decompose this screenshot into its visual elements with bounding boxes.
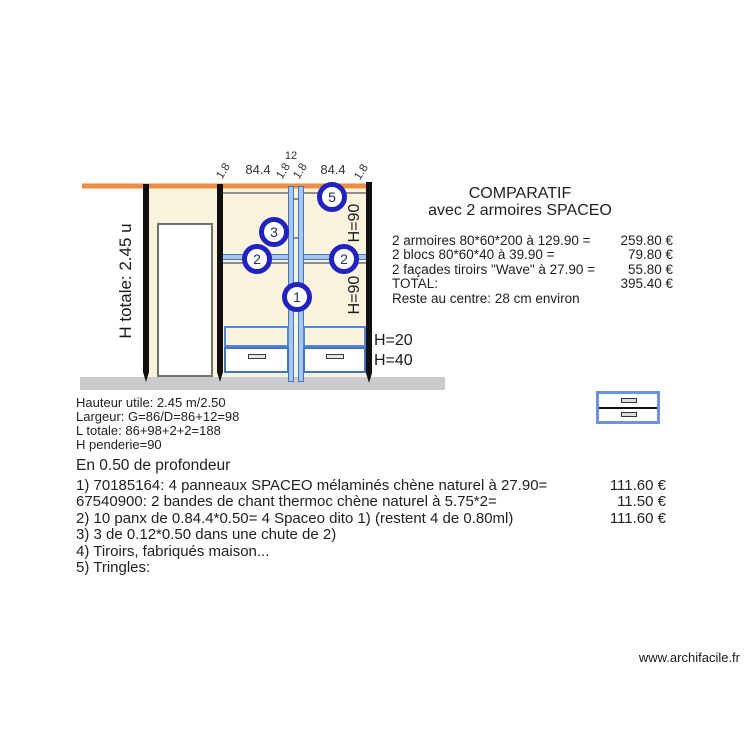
door[interactable]: [157, 223, 213, 377]
archifacile-watermark: www.archifacile.fr: [638, 650, 740, 665]
depth-item: 5) Tringles:: [76, 559, 666, 577]
depth-amount: 111.60 €: [609, 477, 666, 494]
drawer-left[interactable]: [224, 347, 289, 373]
wall-right[interactable]: [366, 182, 372, 383]
marker-2-right[interactable]: 2: [329, 244, 359, 274]
wall-left[interactable]: [143, 184, 149, 382]
depth-list[interactable]: 1) 70185164: 4 panneaux SPACEO mélaminés…: [76, 477, 666, 577]
pricing-amount: 55.80 €: [627, 261, 673, 277]
pricing-line: 2 blocs 80*60*40 à 39.90 = 79.80 €: [392, 247, 673, 263]
label-h40[interactable]: H=40: [374, 352, 413, 369]
pricing-amount: 79.80 €: [627, 247, 673, 263]
pricing-line: 2 façades tiroirs "Wave" à 27.90 = 55.80…: [392, 261, 673, 277]
pricing-line-total: TOTAL: 395.40 €: [392, 276, 673, 292]
spec-line: H penderie=90: [76, 437, 162, 452]
pricing-amount: 259.80 €: [620, 233, 673, 248]
plinth-box-left[interactable]: [224, 326, 289, 347]
pricing-label: 2 façades tiroirs "Wave" à 27.90 =: [392, 261, 596, 277]
specs-block[interactable]: Hauteur utile: 2.45 m/2.50 Largeur: G=86…: [76, 396, 239, 452]
label-h90-top[interactable]: H=90: [346, 203, 363, 243]
dim-label: 84.4: [320, 162, 346, 177]
pricing-label: 2 armoires 80*60*200 à 129.90 =: [392, 233, 591, 248]
depth-item: 4) Tiroirs, fabriqués maison...: [76, 542, 666, 560]
dim-label: 1.8: [214, 161, 233, 182]
drawer-handle-icon: [621, 398, 637, 403]
drawer-handle-icon: [247, 354, 266, 359]
depth-amount: 11.50 €: [617, 493, 666, 511]
marker-5[interactable]: 5: [317, 182, 347, 212]
shelf-line-top-left[interactable]: [223, 192, 288, 194]
title-line-2: avec 2 armoires SPACEO: [428, 201, 612, 219]
depth-item: 3) 3 de 0.12*0.50 dans une chute de 2): [76, 526, 666, 544]
pricing-label: TOTAL:: [392, 276, 439, 292]
pricing-line-note: Reste au centre: 28 cm environ: [392, 290, 673, 306]
cabinet-divider: [599, 406, 657, 409]
dim-label: 84.4: [245, 162, 271, 177]
depth-item: 67540900: 2 bandes de chant thermoc chèn…: [76, 493, 666, 511]
marker-3[interactable]: 3: [259, 217, 289, 247]
post-connector-top: [294, 198, 298, 200]
spec-line: L totale: 86+98+2+2=188: [76, 423, 221, 438]
depth-label: 4) Tiroirs, fabriqués maison...: [76, 542, 270, 560]
drawer-handle-icon: [325, 354, 344, 359]
pricing-block[interactable]: 2 armoires 80*60*200 à 129.90 = 259.80 €…: [392, 233, 673, 306]
cabinet-icon[interactable]: [596, 391, 660, 424]
spec-line: Hauteur utile: 2.45 m/2.50: [76, 395, 226, 410]
dim-label: 12: [284, 150, 298, 162]
ceiling-line[interactable]: [82, 183, 368, 189]
post-connector-mid: [294, 237, 298, 239]
label-h90-bottom[interactable]: H=90: [346, 275, 363, 315]
drawer-handle-icon: [621, 412, 637, 417]
pricing-amount: 395.40 €: [620, 276, 673, 292]
wall-middle[interactable]: [217, 184, 223, 382]
depth-label: 1) 70185164: 4 panneaux SPACEO mélaminés…: [76, 477, 548, 494]
depth-item: 1) 70185164: 4 panneaux SPACEO mélaminés…: [76, 477, 666, 494]
title-block[interactable]: COMPARATIF avec 2 armoires SPACEO: [392, 185, 648, 219]
title-line-1: COMPARATIF: [468, 185, 572, 202]
drawer-right[interactable]: [303, 347, 366, 373]
depth-heading[interactable]: En 0.50 de profondeur: [76, 457, 231, 474]
plinth-box-right[interactable]: [303, 326, 366, 347]
depth-label: 5) Tringles:: [76, 559, 151, 577]
depth-label: 3) 3 de 0.12*0.50 dans une chute de 2): [76, 526, 337, 544]
pricing-label: 2 blocs 80*60*40 à 39.90 =: [392, 247, 555, 263]
label-h20[interactable]: H=20: [374, 332, 413, 349]
pricing-line: 2 armoires 80*60*200 à 129.90 = 259.80 €: [392, 233, 673, 248]
marker-2-left[interactable]: 2: [242, 244, 272, 274]
label-h-totale[interactable]: H totale: 2.45 u: [116, 223, 135, 339]
depth-label: 67540900: 2 bandes de chant thermoc chèn…: [76, 493, 497, 511]
marker-1[interactable]: 1: [282, 282, 312, 312]
depth-label: 2) 10 panx de 0.84.4*0.50= 4 Spaceo dito…: [76, 509, 514, 527]
floor-bar[interactable]: [80, 377, 445, 390]
depth-item: 2) 10 panx de 0.84.4*0.50= 4 Spaceo dito…: [76, 509, 666, 527]
depth-amount: 111.60 €: [609, 509, 666, 527]
spec-line: Largeur: G=86/D=86+12=98: [76, 409, 240, 424]
pricing-label: Reste au centre: 28 cm environ: [392, 290, 580, 306]
